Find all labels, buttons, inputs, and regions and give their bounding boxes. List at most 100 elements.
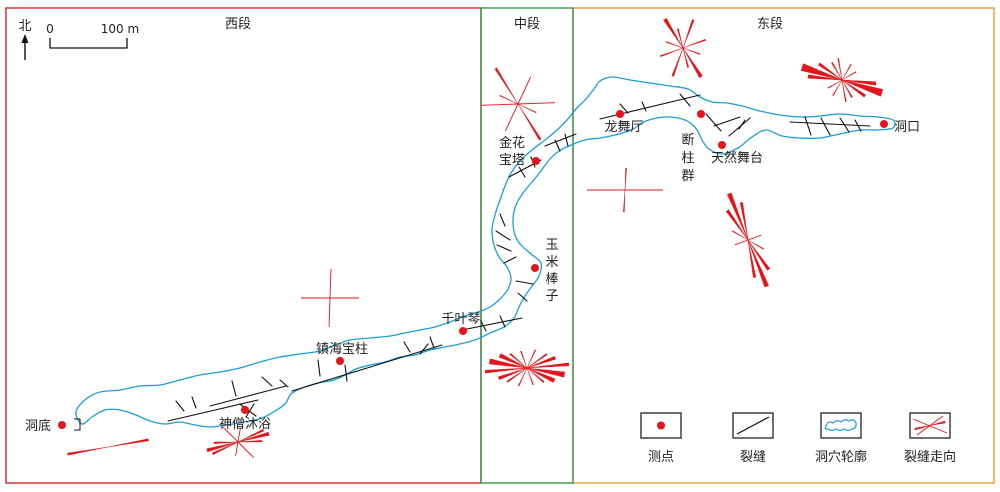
point-cave-bottom xyxy=(58,421,66,429)
rose-petal xyxy=(484,367,528,374)
cave-bottom-end-mark xyxy=(74,418,81,431)
rose-petal xyxy=(526,367,556,383)
rose-petal xyxy=(213,441,239,444)
rose-petal xyxy=(526,356,556,369)
label-cave-bottom: 洞底 xyxy=(25,418,51,434)
fracture-line xyxy=(728,117,751,137)
legend-box xyxy=(640,412,682,439)
north-arrow-head xyxy=(21,34,29,43)
legend: 测点 裂缝 洞穴轮廓 裂缝走向 xyxy=(640,412,956,465)
point-tianran-wutai xyxy=(718,141,726,149)
fracture-line xyxy=(191,396,197,409)
rose-petal xyxy=(841,79,884,97)
rose-petal xyxy=(682,38,707,49)
rose-petal xyxy=(206,441,239,453)
legend-label: 洞穴轮廓 xyxy=(815,449,867,465)
fracture-line xyxy=(713,116,741,127)
label-duanzhu-qun: 断柱群 xyxy=(681,133,694,184)
fracture-line xyxy=(419,343,429,355)
fracture-line xyxy=(839,117,850,133)
fracture-line xyxy=(599,94,701,120)
rose-petal xyxy=(526,353,548,369)
rose-petal xyxy=(682,47,701,55)
fracture-line xyxy=(496,244,512,252)
legend-point-symbol xyxy=(657,421,665,430)
rose-petal xyxy=(841,79,877,86)
scale-distance-label: 100 m xyxy=(101,22,139,36)
fracture-line xyxy=(261,376,273,387)
fracture-line xyxy=(429,336,435,349)
rose-petal xyxy=(222,426,239,443)
legend-box xyxy=(820,412,862,439)
legend-strike-wedge xyxy=(929,420,946,426)
legend-fracture-symbol xyxy=(736,416,770,435)
legend-fracture: 裂缝 xyxy=(732,412,774,465)
rose-petal xyxy=(682,47,690,68)
rose-petal xyxy=(747,239,757,278)
middle-section-frame xyxy=(480,7,574,484)
point-longwu-ting xyxy=(616,110,624,118)
fracture-line xyxy=(517,292,528,302)
rose-petal xyxy=(665,41,684,49)
fracture-line xyxy=(820,117,831,136)
rose-west-bottom xyxy=(206,426,270,458)
rose-petal xyxy=(731,230,749,241)
rose-petal xyxy=(517,76,532,105)
fracture-line xyxy=(804,116,812,136)
rose-petal xyxy=(841,63,852,81)
rose-petal xyxy=(328,297,331,328)
rose-petal xyxy=(747,234,762,241)
rose-middle-bottom xyxy=(484,349,570,387)
rose-petal xyxy=(517,103,537,114)
rose-east-top-right xyxy=(800,57,884,103)
fracture-line xyxy=(317,359,321,377)
label-qianyeqin: 千叶琴 xyxy=(441,312,480,327)
rose-petal xyxy=(498,353,528,369)
rose-east-top-left xyxy=(659,18,707,78)
rose-petal xyxy=(623,189,626,213)
legend-label: 测点 xyxy=(648,450,674,465)
rose-petal xyxy=(827,79,843,89)
rose-petal xyxy=(526,362,570,369)
label-jinhua-baota: 金花宝塔 xyxy=(499,135,525,168)
rose-petal xyxy=(237,428,241,443)
fracture-line xyxy=(209,385,287,407)
east-section-frame xyxy=(572,7,995,484)
rose-petal xyxy=(499,94,519,105)
cave-outline xyxy=(75,76,896,428)
label-longwu-ting: 龙舞厅 xyxy=(604,120,643,135)
fracture-line xyxy=(619,103,629,114)
rose-petal xyxy=(725,209,749,241)
fracture-line xyxy=(738,119,746,130)
fracture-line xyxy=(403,341,411,353)
fracture-line xyxy=(231,380,237,397)
legend-label: 裂缝走向 xyxy=(904,449,956,465)
legend-label: 裂缝 xyxy=(740,450,766,465)
fracture-line xyxy=(518,166,526,178)
rose-petal xyxy=(480,103,519,106)
rose-petal xyxy=(663,18,684,49)
legend-cave-outline-symbol xyxy=(824,419,857,432)
legend-fracture-strike: 裂缝走向 xyxy=(904,412,956,465)
rose-petal xyxy=(237,440,263,443)
fracture-line xyxy=(554,139,561,152)
fracture-line xyxy=(175,400,185,412)
rose-petal xyxy=(488,358,528,369)
fracture-line xyxy=(279,379,289,388)
fracture-line xyxy=(495,230,511,241)
fracture-strike-roses xyxy=(67,18,884,458)
fracture-line xyxy=(641,101,647,112)
fracture-line xyxy=(499,315,506,328)
rose-petal xyxy=(747,239,771,271)
rose-petal xyxy=(520,350,528,369)
fracture-line xyxy=(245,403,255,418)
point-cave-entrance xyxy=(880,120,888,128)
rose-petal xyxy=(517,102,556,105)
rose-petal xyxy=(682,19,695,49)
rose-petal xyxy=(506,367,528,383)
rose-petal xyxy=(841,79,847,103)
rose-east-lower xyxy=(725,192,771,288)
rose-petal xyxy=(517,103,542,141)
rose-petal xyxy=(504,103,519,132)
